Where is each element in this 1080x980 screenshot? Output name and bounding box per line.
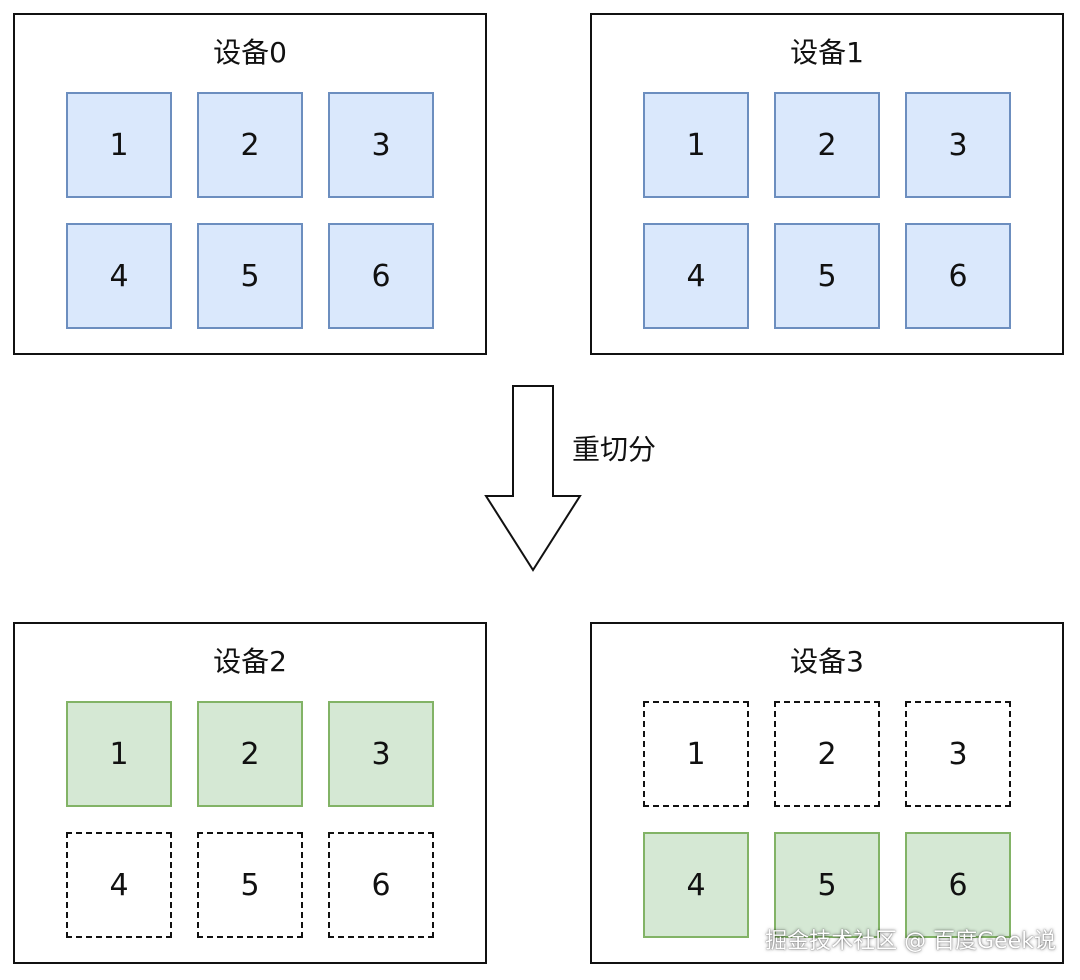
device-box-1: 设备1 1 2 3 4 5 6 [590, 13, 1064, 355]
device-title: 设备2 [213, 645, 287, 678]
partition-cell: 1 [643, 92, 749, 198]
device-title: 设备3 [790, 645, 864, 678]
partition-cell: 6 [328, 832, 434, 938]
device-box-2: 设备2 1 2 3 4 5 6 [13, 622, 487, 964]
device-box-3: 设备3 1 2 3 4 5 6 [590, 622, 1064, 964]
device-title: 设备0 [213, 36, 287, 69]
partition-cell: 6 [905, 223, 1011, 329]
partition-cell: 2 [774, 92, 880, 198]
partition-cell: 5 [197, 223, 303, 329]
partition-cell: 1 [66, 701, 172, 807]
partition-cell: 1 [66, 92, 172, 198]
partition-cell: 5 [774, 832, 880, 938]
watermark: 掘金技术社区 @ 百度Geek说 [765, 929, 1056, 954]
partition-cell: 1 [643, 701, 749, 807]
partition-cell: 3 [905, 701, 1011, 807]
partition-cell: 5 [197, 832, 303, 938]
partition-cell: 4 [643, 223, 749, 329]
partition-cell: 4 [66, 223, 172, 329]
partition-cell: 6 [905, 832, 1011, 938]
partition-cell: 5 [774, 223, 880, 329]
partition-cell: 3 [328, 92, 434, 198]
partition-cell: 3 [328, 701, 434, 807]
device-title: 设备1 [790, 36, 864, 69]
partition-cell: 4 [643, 832, 749, 938]
partition-cell: 2 [197, 701, 303, 807]
device-box-0: 设备0 1 2 3 4 5 6 [13, 13, 487, 355]
partition-cell: 3 [905, 92, 1011, 198]
partition-cell: 6 [328, 223, 434, 329]
arrow-label: 重切分 [572, 433, 657, 466]
partition-cell: 4 [66, 832, 172, 938]
partition-cell: 2 [197, 92, 303, 198]
partition-cell: 2 [774, 701, 880, 807]
down-arrow-icon [484, 385, 582, 572]
